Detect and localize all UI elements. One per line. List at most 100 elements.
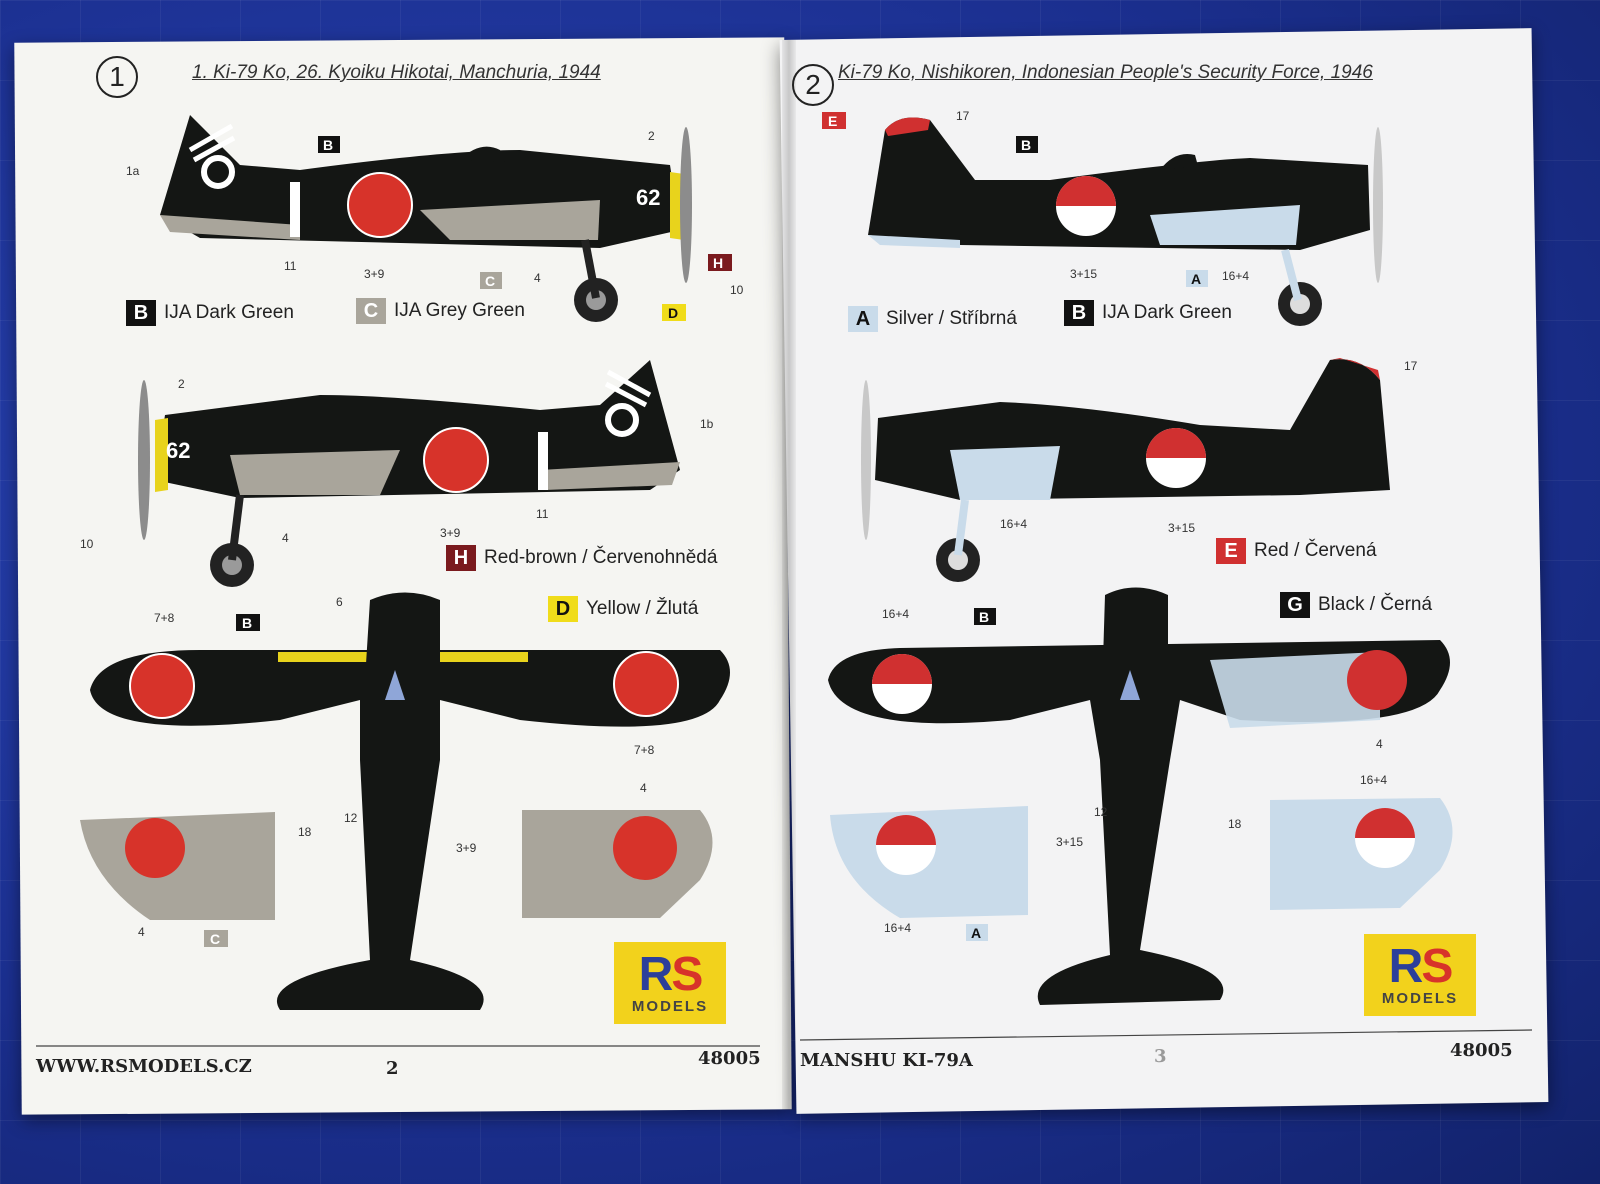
svg-text:3+9: 3+9 [456,841,477,855]
profile-number-1: 1 [96,56,138,98]
ki79-left-side-profile-1: 62 [160,115,692,322]
chip-H: H [446,545,476,571]
legend-label: Yellow / Žlutá [586,598,699,619]
footer-website: WWW.RSMODELS.CZ [36,1056,252,1077]
callouts-right-profile-2: 17 16+4 3+15 [1000,359,1418,535]
legend-label: Red-brown / Červenohnědá [484,547,718,568]
footer-page-number-left: 2 [386,1058,399,1079]
svg-text:B: B [323,137,333,153]
page-fold [782,40,796,1110]
ki79-left-top-view [90,592,730,1010]
callouts-left-profile-1: 1a 2 11 3+9 4 10 [126,129,744,297]
rs-models-logo-left: RS MODELS [614,942,726,1024]
svg-text:3+9: 3+9 [440,526,461,540]
svg-text:A: A [1191,271,1201,287]
footer-catalog-left: 48005 [698,1048,761,1069]
legend-item-H: H Red-brown / Červenohnědá [446,545,717,571]
lower-wing-panels-left [80,810,713,920]
chip-E: E [1216,538,1246,564]
profile-number-2: 2 [792,64,834,106]
svg-text:12: 12 [1094,805,1108,819]
svg-text:4: 4 [534,271,541,285]
svg-text:16+4: 16+4 [882,607,909,621]
svg-text:18: 18 [1228,817,1242,831]
svg-text:H: H [713,255,723,271]
svg-text:4: 4 [640,781,647,795]
svg-text:3+15: 3+15 [1070,267,1097,281]
callouts-left-profile-2: 2 1b 10 4 3+9 11 [80,377,714,551]
right-page-title: Ki-79 Ko, Nishikoren, Indonesian People'… [838,62,1373,83]
svg-text:7+8: 7+8 [634,743,655,757]
callouts-lower-wing-right: 16+4 16+4 [884,773,1387,935]
svg-text:17: 17 [956,109,970,123]
legend-label: IJA Grey Green [394,300,525,321]
svg-text:E: E [828,113,837,129]
svg-text:11: 11 [536,507,549,521]
chip-C: C [356,298,386,324]
legend-item-C-left: C IJA Grey Green [356,298,525,324]
chip-B-top-right [974,608,996,625]
legend-item-B-left: B IJA Dark Green [126,300,294,326]
lower-wing-panels-right [830,798,1453,918]
footer-product: MANSHU KI-79A [800,1050,973,1071]
svg-text:16+4: 16+4 [1360,773,1387,787]
chip-A-lower [966,924,988,941]
chip-G: G [1280,592,1310,618]
footer-catalog-right: 48005 [1450,1040,1513,1061]
aircraft-code-62: 62 [636,185,660,210]
chip-B-top [236,614,260,631]
svg-text:1b: 1b [700,417,714,431]
ki79-left-side-profile-2: 62 [138,360,680,587]
svg-text:3+9: 3+9 [364,267,385,281]
chips-right-profile-1: E B A [822,112,1208,287]
svg-text:7+8: 7+8 [154,611,175,625]
svg-text:12: 12 [344,811,358,825]
svg-text:D: D [668,305,678,321]
svg-text:1a: 1a [126,164,140,178]
callouts-right-top: 16+4 12 3+15 18 4 [882,607,1383,849]
chip-B: B [1064,300,1094,326]
ki79-right-side-profile-1 [868,117,1383,326]
chips-profile-1: B C H D [318,136,732,321]
legend-label: Red / Červená [1254,540,1377,561]
aircraft-code-62-b: 62 [166,438,190,463]
svg-text:4: 4 [138,925,145,939]
chip-D: D [548,596,578,622]
svg-text:3+15: 3+15 [1168,521,1195,535]
svg-text:4: 4 [1376,737,1383,751]
svg-text:B: B [242,615,252,631]
ki79-right-top-view [828,587,1450,1005]
legend-item-G: G Black / Černá [1280,592,1432,618]
svg-text:4: 4 [282,531,289,545]
legend-item-B-right: B IJA Dark Green [1064,300,1232,326]
callouts-left-top: 7+8 6 7+8 18 12 3+9 [154,595,655,855]
svg-text:17: 17 [1404,359,1418,373]
svg-text:2: 2 [178,377,185,391]
legend-label: Black / Černá [1318,594,1433,615]
svg-text:3+15: 3+15 [1056,835,1083,849]
svg-text:18: 18 [298,825,312,839]
legend-item-D: D Yellow / Žlutá [548,596,698,622]
legend-item-E: E Red / Červená [1216,538,1377,564]
callouts-right-profile-1: 17 3+15 16+4 [956,109,1249,283]
svg-text:16+4: 16+4 [1222,269,1249,283]
legend-label: IJA Dark Green [1102,302,1232,323]
footer-page-number-right: 3 [1154,1046,1167,1067]
svg-text:2: 2 [648,129,655,143]
legend-label: IJA Dark Green [164,302,294,323]
svg-text:11: 11 [284,259,297,273]
chip-C-lower [204,930,228,947]
legend-label: Silver / Stříbrná [886,308,1017,329]
left-page-title: 1. Ki-79 Ko, 26. Kyoiku Hikotai, Manchur… [192,62,601,83]
svg-text:A: A [971,925,981,941]
svg-text:B: B [979,609,989,625]
svg-text:16+4: 16+4 [1000,517,1027,531]
svg-text:C: C [210,931,220,947]
svg-text:B: B [1021,137,1031,153]
svg-text:10: 10 [80,537,94,551]
svg-text:6: 6 [336,595,343,609]
legend-item-A: A Silver / Stříbrná [848,306,1017,332]
chip-A: A [848,306,878,332]
callouts-lower-wing-left: 4 4 [138,781,647,939]
